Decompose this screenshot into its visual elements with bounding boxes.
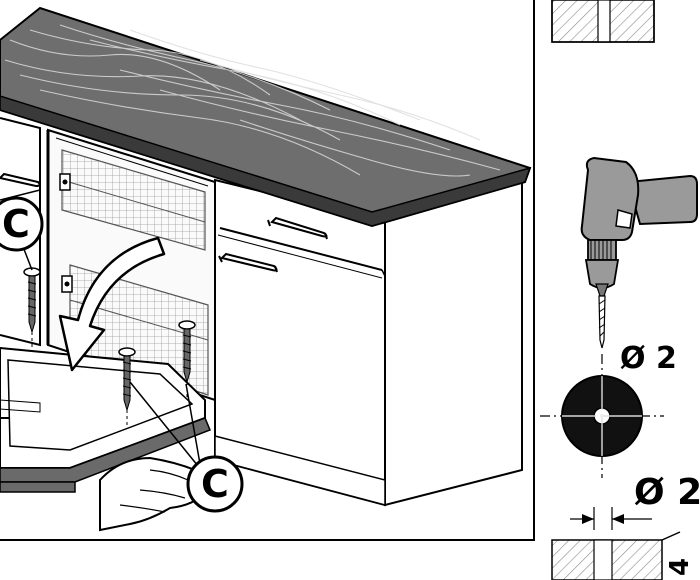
dishwasher-door <box>0 346 211 493</box>
hole-diameter-label: Ø 2 <box>634 472 700 513</box>
callout-c-right-label: C <box>201 462 229 506</box>
screw-middle <box>118 347 136 425</box>
callout-c-left: C <box>0 196 44 271</box>
bottom-section <box>551 531 681 580</box>
mounting-bracket <box>59 173 73 293</box>
main-panel: C C <box>0 6 532 532</box>
left-cabinet-handle <box>0 172 41 188</box>
callout-c-left-label: C <box>2 202 30 246</box>
main-panel-border <box>0 0 535 541</box>
door-handle <box>218 252 278 273</box>
diameter-dimension <box>570 507 652 530</box>
detail-panel: Ø 2 Ø 2 4 <box>540 0 700 580</box>
countertop <box>0 6 532 228</box>
depth-dimension-label: 4 <box>665 558 695 576</box>
drill-bit-diameter-label: Ø 2 <box>620 341 677 376</box>
callout-c-right: C <box>129 381 244 513</box>
top-section-fragment <box>551 0 655 43</box>
pilot-hole-marker <box>540 354 664 478</box>
drill <box>580 156 698 349</box>
drawer-handle <box>267 216 328 240</box>
screw-right <box>178 320 196 398</box>
door-swing-arrow <box>58 236 166 372</box>
screw-left <box>23 267 41 350</box>
